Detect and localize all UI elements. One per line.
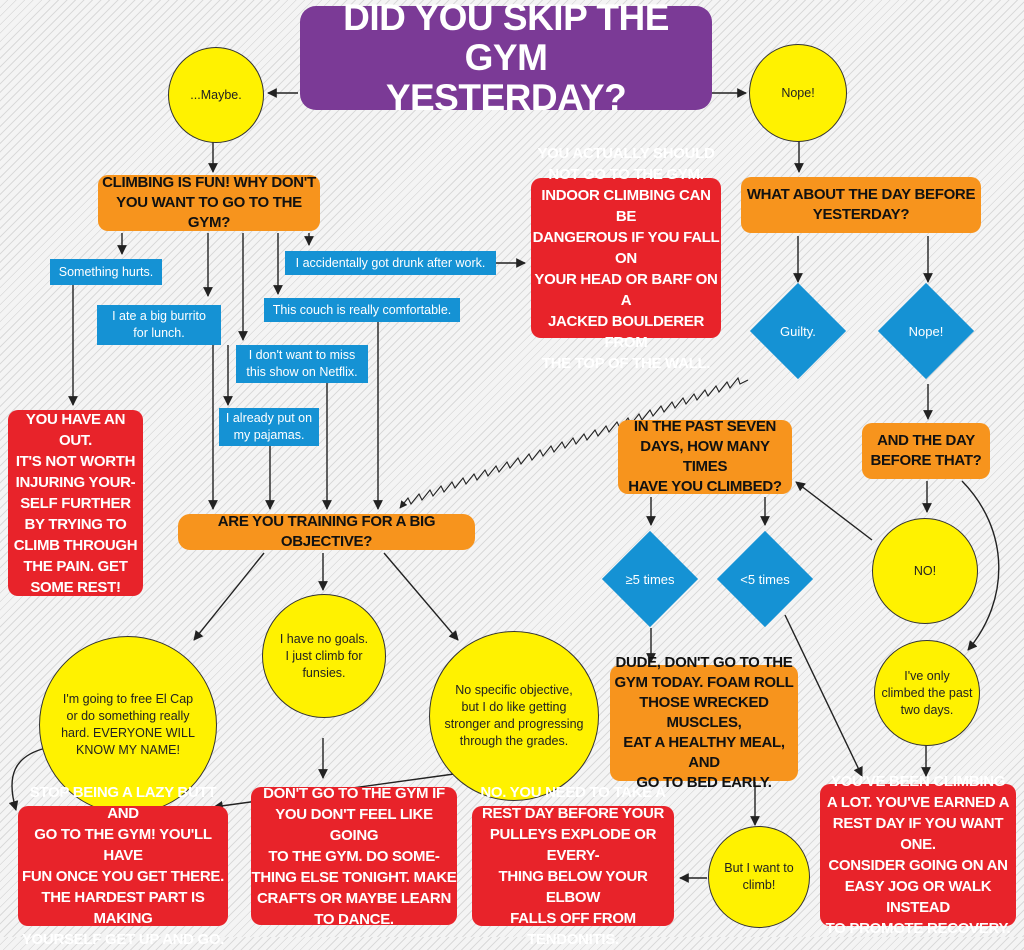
arrow xyxy=(383,552,459,641)
no-goals-circle: I have no goals. I just climb for funsie… xyxy=(262,594,386,718)
comfortable-couch-label: This couch is really comfortable. xyxy=(264,298,460,322)
day-before-question: WHAT ABOUT THE DAY BEFORE YESTERDAY? xyxy=(741,177,981,233)
dude-dont-go-result: DUDE, DON'T GO TO THE GYM TODAY. FOAM RO… xyxy=(610,654,798,791)
no-circle: NO! xyxy=(872,518,978,624)
nope-diamond: Nope! xyxy=(877,282,975,380)
dont-feel-like-result: DON'T GO TO THE GYM IF YOU DON'T FEEL LI… xyxy=(251,784,457,928)
should-not-go-result: YOU ACTUALLY SHOULD NOT GO TO THE GYM. I… xyxy=(531,144,721,372)
rest-day-result: NO. YOU NEED TO TAKE A REST DAY BEFORE Y… xyxy=(472,784,674,948)
and-day-before-question: AND THE DAY BEFORE THAT? xyxy=(862,423,990,479)
free-el-cap-circle: I'm going to free El Cap or do something… xyxy=(39,636,217,814)
training-question: ARE YOU TRAINING FOR A BIG OBJECTIVE? xyxy=(178,513,475,550)
page-title: DID YOU SKIP THE GYM YESTERDAY? xyxy=(300,0,712,118)
past-seven-days-question: IN THE PAST SEVEN DAYS, HOW MANY TIMES H… xyxy=(618,418,792,495)
arrow xyxy=(8,747,47,811)
guilty-label: Guilty. xyxy=(780,323,816,339)
pajamas-label: I already put on my pajamas. xyxy=(219,408,319,446)
arrow xyxy=(795,481,873,541)
big-burrito-label: I ate a big burrito for lunch. xyxy=(97,305,221,345)
five-plus-label: ≥5 times xyxy=(625,571,675,587)
less-five-diamond: <5 times xyxy=(716,530,814,628)
arrow xyxy=(193,552,265,641)
wavy-arrow xyxy=(399,376,749,509)
guilty-diamond: Guilty. xyxy=(749,282,847,380)
something-hurts-label: Something hurts. xyxy=(50,259,162,285)
arrow xyxy=(961,480,1000,651)
earned-rest-result: YOU'VE BEEN CLIMBING A LOT. YOU'VE EARNE… xyxy=(820,773,1016,937)
nope-circle: Nope! xyxy=(749,44,847,142)
nope-label: Nope! xyxy=(908,323,944,339)
climbing-fun-question: CLIMBING IS FUN! WHY DON'T YOU WANT TO G… xyxy=(98,174,320,231)
drunk-after-work-label: I accidentally got drunk after work. xyxy=(285,251,496,275)
only-two-days-circle: I've only climbed the past two days. xyxy=(874,640,980,746)
want-to-climb-circle: But I want to climb! xyxy=(708,826,810,928)
maybe-circle: ...Maybe. xyxy=(168,47,264,143)
you-have-an-out-result: YOU HAVE AN OUT. IT'S NOT WORTH INJURING… xyxy=(8,410,143,596)
less-five-label: <5 times xyxy=(740,571,790,587)
no-specific-objective-circle: No specific objective, but I do like get… xyxy=(429,631,599,801)
netflix-show-label: I don't want to miss this show on Netfli… xyxy=(236,345,368,383)
lazy-butt-result: STOP BEING A LAZY BUTT AND GO TO THE GYM… xyxy=(18,784,228,948)
five-plus-diamond: ≥5 times xyxy=(601,530,699,628)
arrow xyxy=(784,614,863,777)
